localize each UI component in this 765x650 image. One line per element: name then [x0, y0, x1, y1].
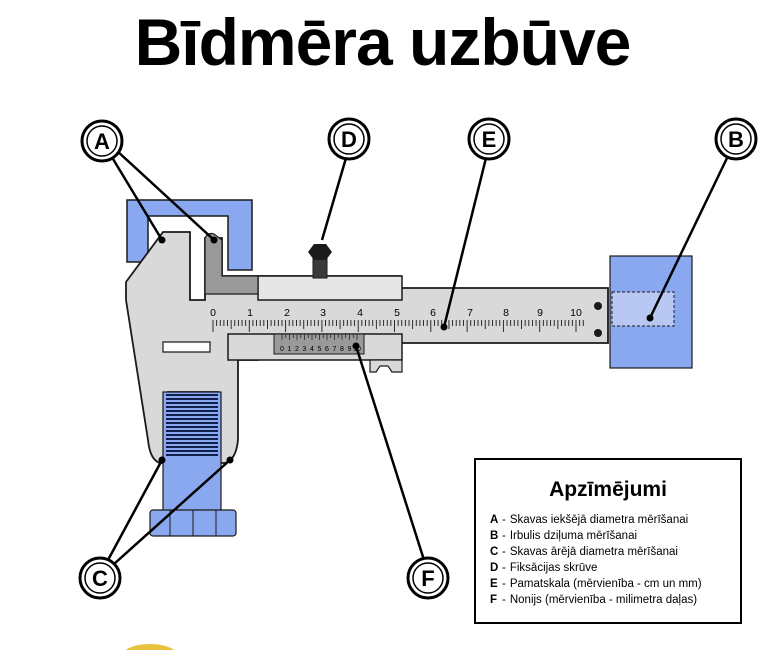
callout-b-label: B	[728, 127, 744, 152]
partial-object	[125, 644, 175, 650]
thread-lines	[166, 394, 218, 456]
lower-jaw-cutout	[162, 341, 211, 353]
callout-f-label: F	[421, 566, 434, 591]
callout-e-label: E	[482, 127, 497, 152]
vernier-labels: 0 1 2 3 4 5 6 7 8 9 10	[280, 346, 361, 353]
legend-item: A-Skavas iekšējā diametra mērīšanai	[490, 514, 689, 526]
callout-b: B	[714, 117, 758, 161]
vernier-label: 8	[340, 346, 344, 353]
legend-item: F-Nonijs (mērvienība - milimetra daļas)	[490, 594, 698, 606]
main-scale-label: 2	[284, 307, 290, 319]
legend-item: E-Pamatskala (mērvienība - cm un mm)	[490, 578, 702, 590]
main-scale-labels: 0 1 2 3 4 5 6 7 8 9 10	[210, 307, 582, 319]
main-scale-label: 8	[503, 307, 509, 319]
main-scale-label: 10	[570, 307, 582, 319]
vernier-label: 0	[280, 346, 284, 353]
leader-lines	[106, 149, 730, 565]
legend-item: C-Skavas ārējā diametra mērīšanai	[490, 546, 678, 558]
vernier-ticks	[281, 334, 358, 340]
legend-title: Apzīmējumi	[549, 478, 667, 501]
slider-tab	[369, 359, 403, 373]
main-scale-label: 9	[537, 307, 543, 319]
vernier-label: 5	[318, 346, 322, 353]
legend-item: B-Irbulis dziļuma mērīšanai	[490, 530, 638, 542]
callout-f: F	[406, 556, 450, 600]
vernier-label: 1	[288, 346, 292, 353]
legend-box: Apzīmējumi A-Skavas iekšējā diametra mēr…	[474, 458, 742, 624]
callout-a: A	[80, 119, 124, 163]
vernier-label: 4	[310, 346, 314, 353]
callout-a-label: A	[94, 129, 110, 154]
main-scale-label: 5	[394, 307, 400, 319]
screw-head	[308, 244, 332, 260]
page-title: Bīdmēra uzbūve	[134, 5, 632, 79]
upper-slider-bar	[257, 275, 403, 301]
jaw-block	[204, 232, 259, 295]
leader-dots	[158, 236, 654, 464]
vernier-label: 7	[333, 346, 337, 353]
rivet-top	[594, 302, 602, 310]
main-scale-ticks	[212, 320, 584, 332]
callout-d: D	[327, 117, 371, 161]
vernier-label: 2	[295, 346, 299, 353]
main-scale-label: 0	[210, 307, 216, 319]
main-scale-label: 7	[467, 307, 473, 319]
legend-item: D-Fiksācijas skrūve	[490, 562, 598, 574]
main-scale-label: 1	[247, 307, 253, 319]
callout-e: E	[467, 117, 511, 161]
vernier-label: 9	[348, 346, 352, 353]
callout-c: C	[78, 556, 122, 600]
inner-jaw-highlight	[126, 199, 253, 271]
vernier-label: 3	[303, 346, 307, 353]
legend-list: A-Skavas iekšējā diametra mērīšanai B-Ir…	[476, 512, 740, 608]
main-scale-label: 3	[320, 307, 326, 319]
callout-d-label: D	[341, 127, 357, 152]
vernier-label: 6	[325, 346, 329, 353]
callout-c-label: C	[92, 566, 108, 591]
vernier-window	[273, 333, 365, 355]
depth-rod	[611, 291, 675, 327]
main-scale-label: 6	[430, 307, 436, 319]
main-scale-label: 4	[357, 307, 363, 319]
rivet-bottom	[594, 329, 602, 337]
